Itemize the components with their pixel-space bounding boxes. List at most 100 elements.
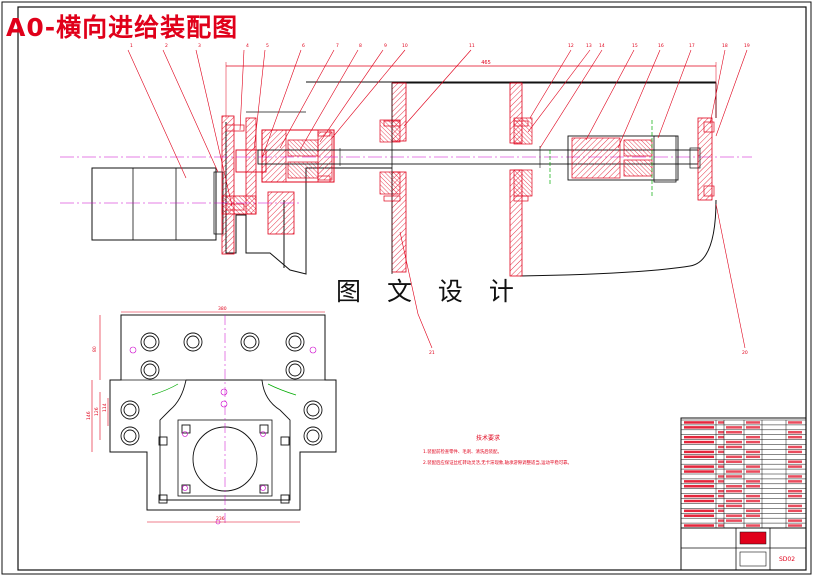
parts-cell-text xyxy=(684,514,714,517)
motor xyxy=(91,167,224,241)
part-label-4: 4 xyxy=(246,43,249,49)
parts-cell-text xyxy=(684,494,714,498)
part-label-14: 14 xyxy=(599,43,605,49)
overall-length-label: 465 xyxy=(481,60,491,66)
part-label-1: 1 xyxy=(130,43,133,49)
parts-cell-text xyxy=(788,431,802,434)
parts-cell-text xyxy=(726,460,742,463)
holes xyxy=(120,332,323,504)
parts-cell-text xyxy=(684,455,714,459)
parts-list-and-title-block xyxy=(680,417,807,571)
bearing-block xyxy=(235,129,335,183)
parts-cell-text xyxy=(788,494,802,498)
parts-cell-text xyxy=(718,524,724,527)
parts-cell-text xyxy=(684,426,714,429)
parts-cell-text xyxy=(726,431,742,434)
parts-cell-text xyxy=(788,524,802,527)
parts-cell-text xyxy=(726,470,742,473)
drawing-code: SD02 xyxy=(779,556,796,563)
technical-requirement-2: 2.装配后应保证丝杠转动灵活,无卡滞现象,轴承游隙调整适当,运动平稳可靠。 xyxy=(423,461,572,466)
parts-cell-text xyxy=(718,431,724,434)
parts-cell-text xyxy=(684,480,714,483)
plan-dimensions xyxy=(91,311,325,523)
inner-border xyxy=(17,6,807,571)
left-height-b-label: 126 xyxy=(94,407,100,416)
parts-cell-text xyxy=(788,460,802,463)
parts-cell-text xyxy=(726,514,742,517)
parts-cell-text xyxy=(788,450,802,454)
technical-requirement-1: 1.装配前检查零件、毛刺、清洗后装配。 xyxy=(423,450,502,455)
parts-cell-text xyxy=(726,475,742,478)
main-section-view: 465 xyxy=(60,49,752,349)
left-end-plate xyxy=(221,115,235,255)
part-label-7: 7 xyxy=(336,43,339,49)
base-width-label: 236 xyxy=(216,516,225,522)
parts-cell-text xyxy=(788,504,802,508)
plate-outline xyxy=(109,314,337,511)
part-label-3: 3 xyxy=(198,43,201,49)
parts-cell-text xyxy=(788,421,802,424)
parts-cell-text xyxy=(718,494,724,498)
parts-cell-text xyxy=(746,426,760,429)
parts-cell-text xyxy=(718,475,724,478)
parts-cell-text xyxy=(788,435,802,439)
parts-cell-text xyxy=(726,440,742,444)
parts-cell-text xyxy=(788,475,802,478)
technical-requirements-heading: 技术要求 xyxy=(476,435,501,442)
parts-cell-text xyxy=(746,470,760,473)
parts-cell-text xyxy=(746,509,760,513)
parts-cell-text xyxy=(746,524,760,527)
parts-cell-text xyxy=(788,445,802,449)
bolts xyxy=(225,120,529,211)
parts-cell-text xyxy=(684,499,714,503)
plate-width-label: 380 xyxy=(218,306,227,312)
middle-wall-left xyxy=(379,82,407,274)
nut-spring-assembly xyxy=(549,120,679,196)
part-label-13: 13 xyxy=(586,43,592,49)
left-height-c-label: 114 xyxy=(102,403,108,412)
part-label-6: 6 xyxy=(302,43,305,49)
plan-view: 380 80 236 146 126 114 xyxy=(86,306,337,525)
parts-cell-text xyxy=(726,499,742,503)
parts-cell-text xyxy=(718,465,724,468)
parts-cell-text xyxy=(788,480,802,483)
parts-cell-text xyxy=(746,450,760,454)
part-number-labels: 1 2 3 4 5 6 7 8 9 10 11 12 13 14 15 16 1… xyxy=(130,43,750,356)
parts-cell-text xyxy=(746,455,760,459)
parts-cell-text xyxy=(718,421,724,424)
part-label-16: 16 xyxy=(658,43,664,49)
part-label-5: 5 xyxy=(266,43,269,49)
part-label-17: 17 xyxy=(689,43,695,49)
middle-wall-right xyxy=(509,82,533,277)
parts-cell-text xyxy=(684,509,714,513)
part-label-19: 19 xyxy=(744,43,750,49)
parts-list-rows xyxy=(681,419,806,529)
part-label-15: 15 xyxy=(632,43,638,49)
parts-cell-text xyxy=(684,450,714,454)
parts-cell-text xyxy=(726,445,742,449)
parts-cell-text xyxy=(788,465,802,468)
part-label-11: 11 xyxy=(469,43,475,49)
parts-cell-text xyxy=(746,499,760,503)
parts-cell-text xyxy=(684,524,714,527)
parts-cell-text xyxy=(718,509,724,513)
parts-cell-text xyxy=(726,489,742,493)
parts-cell-text xyxy=(788,489,802,493)
part-label-9: 9 xyxy=(384,43,387,49)
part-label-2: 2 xyxy=(165,43,168,49)
overall-dimension: 465 xyxy=(225,60,717,118)
parts-cell-text xyxy=(684,470,714,473)
parts-cell-text xyxy=(746,435,760,439)
parts-cell-text xyxy=(726,485,742,488)
parts-cell-text xyxy=(684,421,714,424)
parts-cell-text xyxy=(746,480,760,483)
inner-outline xyxy=(159,379,291,501)
parts-cell-text xyxy=(718,445,724,449)
part-label-20: 20 xyxy=(742,350,748,356)
parts-cell-text xyxy=(718,489,724,493)
part-label-8: 8 xyxy=(359,43,362,49)
parts-cell-text xyxy=(718,480,724,483)
part-label-12: 12 xyxy=(568,43,574,49)
